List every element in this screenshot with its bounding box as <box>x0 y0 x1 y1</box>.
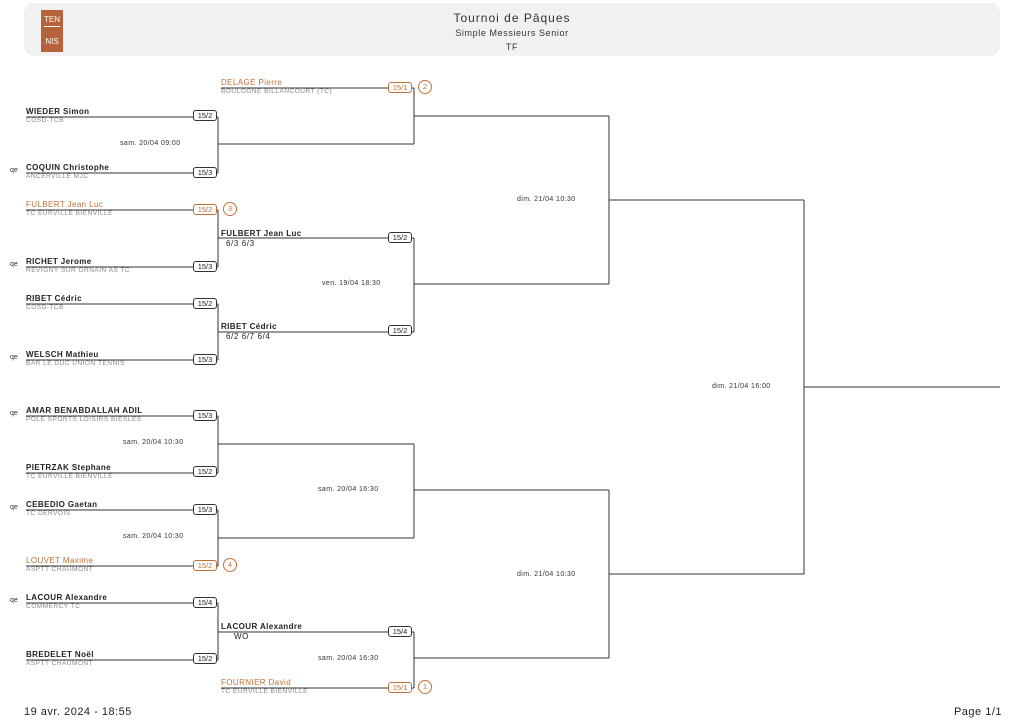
player-name: RIBET Cédric <box>26 294 82 303</box>
match-schedule: sam. 20/04 16:30 <box>318 486 379 493</box>
player-name: COQUIN Christophe <box>26 163 110 172</box>
player-ranking: 15/2 <box>193 653 217 664</box>
match-score: WO <box>234 632 249 641</box>
player-ranking: 15/1 <box>388 82 412 93</box>
qualified-entry-tag: qe <box>10 597 18 604</box>
logo-text-bottom: NIS <box>45 36 59 46</box>
player-club: ANCERVILLE MJC <box>26 173 89 180</box>
qualified-entry-tag: qe <box>10 504 18 511</box>
player-ranking: 15/2 <box>193 560 217 571</box>
match-schedule: sam. 20/04 16:30 <box>318 655 379 662</box>
player-ranking: 15/2 <box>388 325 412 336</box>
match-score: 6/2 6/7 6/4 <box>226 332 271 341</box>
player-name: LACOUR Alexandre <box>26 593 108 602</box>
player-ranking: 15/1 <box>388 682 412 693</box>
player-ranking: 15/4 <box>193 597 217 608</box>
page-number: Page 1/1 <box>953 706 1002 718</box>
seed-number: 3 <box>223 202 237 216</box>
player-ranking: 15/3 <box>193 504 217 515</box>
player-ranking: 15/2 <box>193 204 217 215</box>
match-winner: LACOUR Alexandre <box>221 622 303 631</box>
player-name: DELAGE Pierre <box>221 78 283 87</box>
match-schedule: dim. 21/04 16:00 <box>712 383 771 390</box>
page-header: TEN NIS Tournoi de Pâques Simple Messieu… <box>24 3 1000 56</box>
player-ranking: 15/3 <box>193 410 217 421</box>
player-club: TC EURVILLE BIENVILLE <box>221 688 308 695</box>
player-club: TC EURVILLE BIENVILLE <box>26 473 113 480</box>
qualified-entry-tag: qe <box>10 410 18 417</box>
player-ranking: 15/3 <box>193 167 217 178</box>
player-name: WIEDER Simon <box>26 107 90 116</box>
player-name: RICHET Jerome <box>26 257 92 266</box>
player-club: REVIGNY SUR ORNAIN AS TC <box>26 267 131 274</box>
print-date: 19 avr. 2024 - 18:55 <box>24 706 132 718</box>
page-category: TF <box>505 42 519 52</box>
qualified-entry-tag: qe <box>10 354 18 361</box>
player-name: FOURNIER David <box>221 678 292 687</box>
player-name: PIETRZAK Stephane <box>26 463 112 472</box>
player-club: POLE SPORTS LOISIRS BIESLES <box>26 416 142 423</box>
match-schedule: sam. 20/04 09:00 <box>120 140 181 147</box>
player-club: ASPTT CHAUMONT <box>26 566 94 573</box>
player-ranking: 15/4 <box>388 626 412 637</box>
match-schedule: ven. 19/04 18:30 <box>322 280 381 287</box>
player-club: COSD-TCB <box>26 304 64 311</box>
match-score: 6/3 6/3 <box>226 239 255 248</box>
player-ranking: 15/3 <box>193 354 217 365</box>
player-name: LOUVET Maxime <box>26 556 94 565</box>
player-club: COSD-TCB <box>26 117 64 124</box>
match-winner: RIBET Cédric <box>221 322 277 331</box>
player-name: BREDELET Noël <box>26 650 94 659</box>
qualified-entry-tag: qe <box>10 261 18 268</box>
match-schedule: dim. 21/04 10:30 <box>517 571 576 578</box>
player-club: TC DERVOIS <box>26 510 71 517</box>
page-title: Tournoi de Pâques <box>453 11 571 25</box>
match-winner: FULBERT Jean Luc <box>221 229 302 238</box>
seed-number: 1 <box>418 680 432 694</box>
player-ranking: 15/2 <box>193 466 217 477</box>
match-schedule: dim. 21/04 10:30 <box>517 196 576 203</box>
player-club: COMMERCY TC <box>26 603 81 610</box>
player-club: BOULOGNE BILLANCOURT (TC) <box>221 88 333 95</box>
seed-number: 4 <box>223 558 237 572</box>
tennis-logo: TEN NIS <box>41 10 63 52</box>
match-schedule: sam. 20/04 10:30 <box>123 439 184 446</box>
player-club: TC EURVILLE BIENVILLE <box>26 210 113 217</box>
player-name: FULBERT Jean Luc <box>26 200 104 209</box>
player-club: ASPTT CHAUMONT <box>26 660 94 667</box>
player-ranking: 15/2 <box>388 232 412 243</box>
player-ranking: 15/2 <box>193 110 217 121</box>
qualified-entry-tag: qe <box>10 167 18 174</box>
player-ranking: 15/3 <box>193 261 217 272</box>
page-subtitle: Simple Messieurs Senior <box>455 28 569 38</box>
player-name: WELSCH Mathieu <box>26 350 99 359</box>
player-club: BAR LE DUC UNION TENNIS <box>26 360 125 367</box>
player-ranking: 15/2 <box>193 298 217 309</box>
match-schedule: sam. 20/04 10:30 <box>123 533 184 540</box>
seed-number: 2 <box>418 80 432 94</box>
player-name: AMAR BENABDALLAH ADIL <box>26 406 143 415</box>
player-name: CEBEDIO Gaetan <box>26 500 98 509</box>
logo-text-top: TEN <box>44 14 60 28</box>
